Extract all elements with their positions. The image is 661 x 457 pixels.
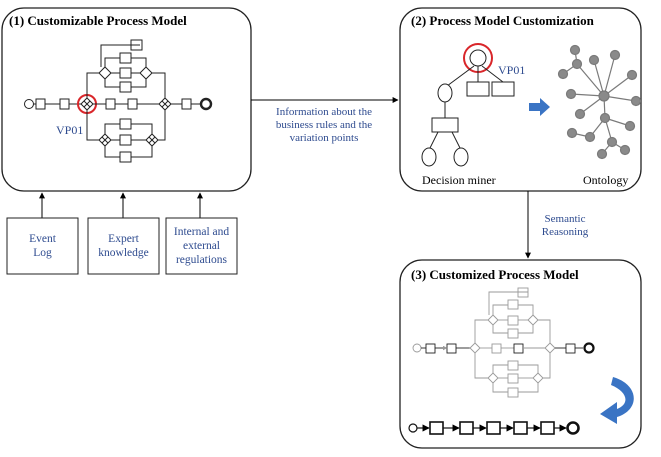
panel-customized-process-model	[399, 259, 642, 449]
semantic-reasoning-label: Semantic Reasoning	[530, 213, 600, 239]
decision-tree	[421, 43, 515, 167]
source-box-expert-knowledge	[87, 217, 160, 275]
customizable-process-graph	[24, 39, 213, 163]
panel-title-customized: (3) Customized Process Model	[411, 267, 579, 282]
semantic-line-2: Reasoning	[541, 226, 589, 238]
source-regulations-line-3: regulations	[175, 254, 228, 266]
source-event-log: Event Log	[7, 232, 78, 260]
variation-point-label-2: VP01	[498, 63, 526, 77]
source-regulations-line-2: external	[182, 240, 221, 252]
decision-miner-label: Decision miner	[422, 173, 496, 187]
info-edge-line-2: business rules and the	[275, 119, 373, 131]
source-regulations-line-1: Internal and	[173, 226, 230, 238]
source-event-log-line-1: Event	[29, 233, 56, 245]
source-box-regulations	[165, 217, 238, 275]
info-edge-line-1: Information about the	[276, 106, 372, 118]
ontology-label: Ontology	[583, 173, 629, 187]
blue-transform-arrow	[529, 98, 550, 116]
info-edge-label: Information about the business rules and…	[254, 106, 394, 145]
semantic-line-1: Semantic	[544, 213, 586, 225]
info-edge-line-3: variation points	[289, 132, 359, 144]
variation-point-label: VP01	[56, 123, 84, 137]
ontology-graph	[557, 44, 642, 160]
source-expert-knowledge: Expert knowledge	[88, 232, 159, 260]
source-expert-line-2: knowledge	[98, 247, 149, 259]
source-expert-line-1: Expert	[108, 233, 139, 245]
panel-title-customization: (2) Process Model Customization	[411, 13, 594, 28]
faded-process-graph	[412, 287, 595, 398]
panel-process-model-customization	[399, 7, 642, 192]
source-event-log-line-2: Log	[33, 247, 52, 259]
panel-title-customizable: (1) Customizable Process Model	[9, 13, 187, 28]
source-regulations: Internal and external regulations	[166, 225, 237, 267]
customized-linear-process	[408, 421, 580, 435]
source-box-event-log	[6, 217, 79, 275]
curved-blue-arrow	[600, 377, 634, 424]
